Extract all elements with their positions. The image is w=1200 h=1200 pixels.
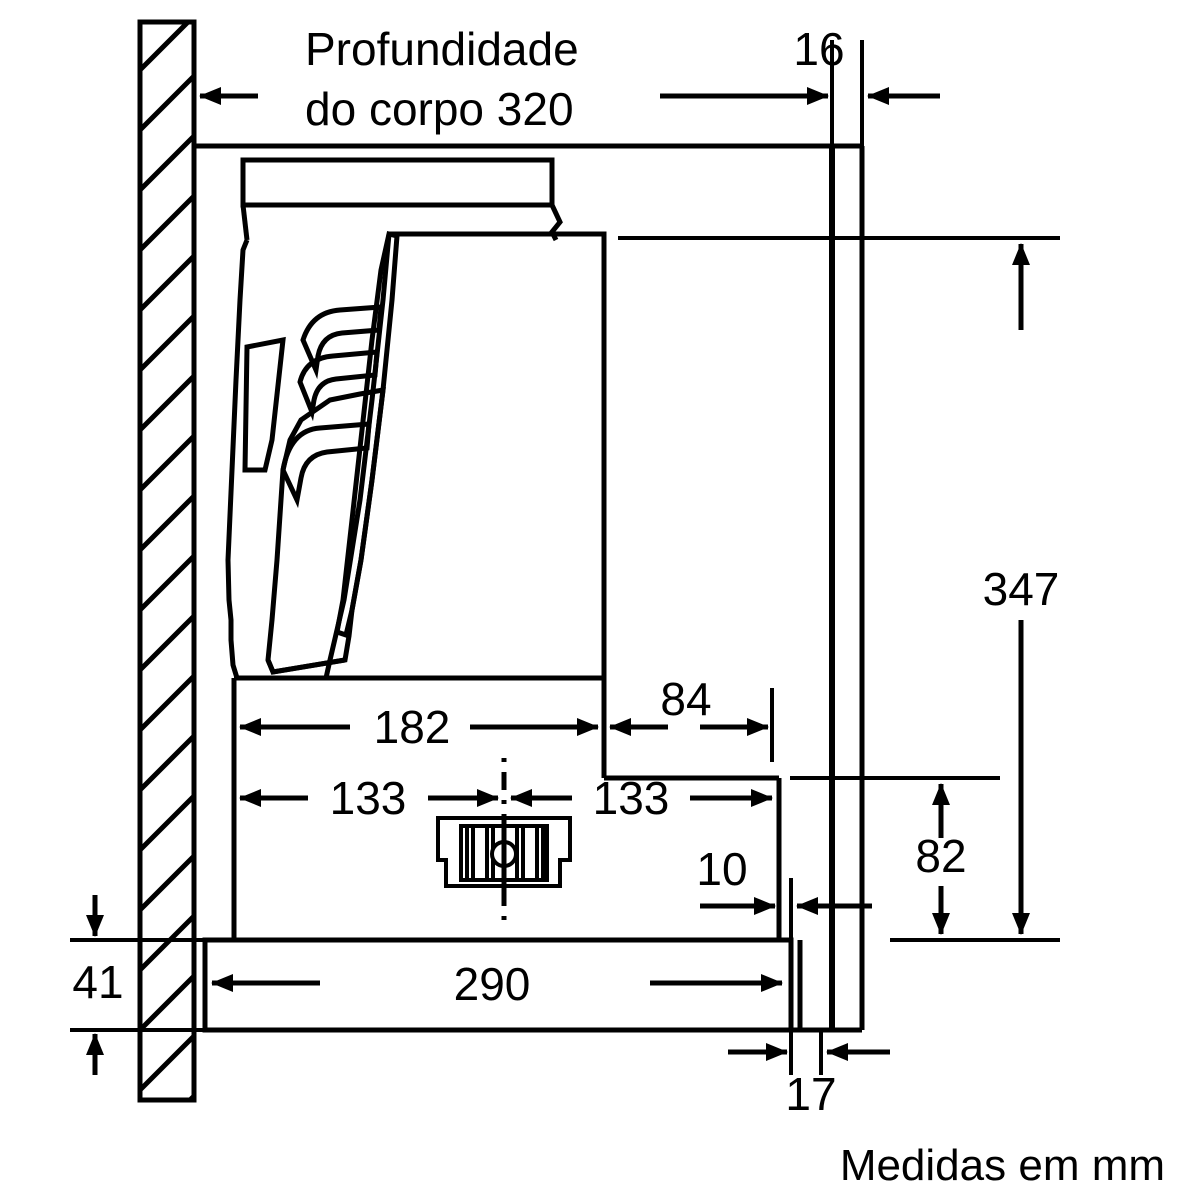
label-dim-133-left: 133 — [330, 772, 407, 824]
extension-lines — [70, 40, 1060, 1075]
hood-upper-housing — [240, 157, 563, 242]
label-dim-10: 10 — [696, 843, 747, 895]
label-dim-82: 82 — [915, 830, 966, 882]
label-dim-84: 84 — [660, 673, 711, 725]
label-units-note: Medidas em mm — [840, 1141, 1165, 1190]
label-dim-347: 347 — [983, 563, 1060, 615]
label-dim-290: 290 — [454, 958, 531, 1010]
label-dim-17: 17 — [785, 1068, 836, 1120]
label-body-depth-line2: do corpo 320 — [305, 83, 574, 135]
label-dim-133-right: 133 — [593, 772, 670, 824]
label-dim-182: 182 — [374, 701, 451, 753]
label-dim-16: 16 — [793, 23, 844, 75]
label-dim-41: 41 — [72, 956, 123, 1008]
wall-section — [137, 19, 197, 1103]
cabinet-envelope — [194, 143, 865, 1030]
grease-filter-detail — [242, 230, 400, 675]
label-body-depth-line1: Profundidade — [305, 23, 579, 75]
